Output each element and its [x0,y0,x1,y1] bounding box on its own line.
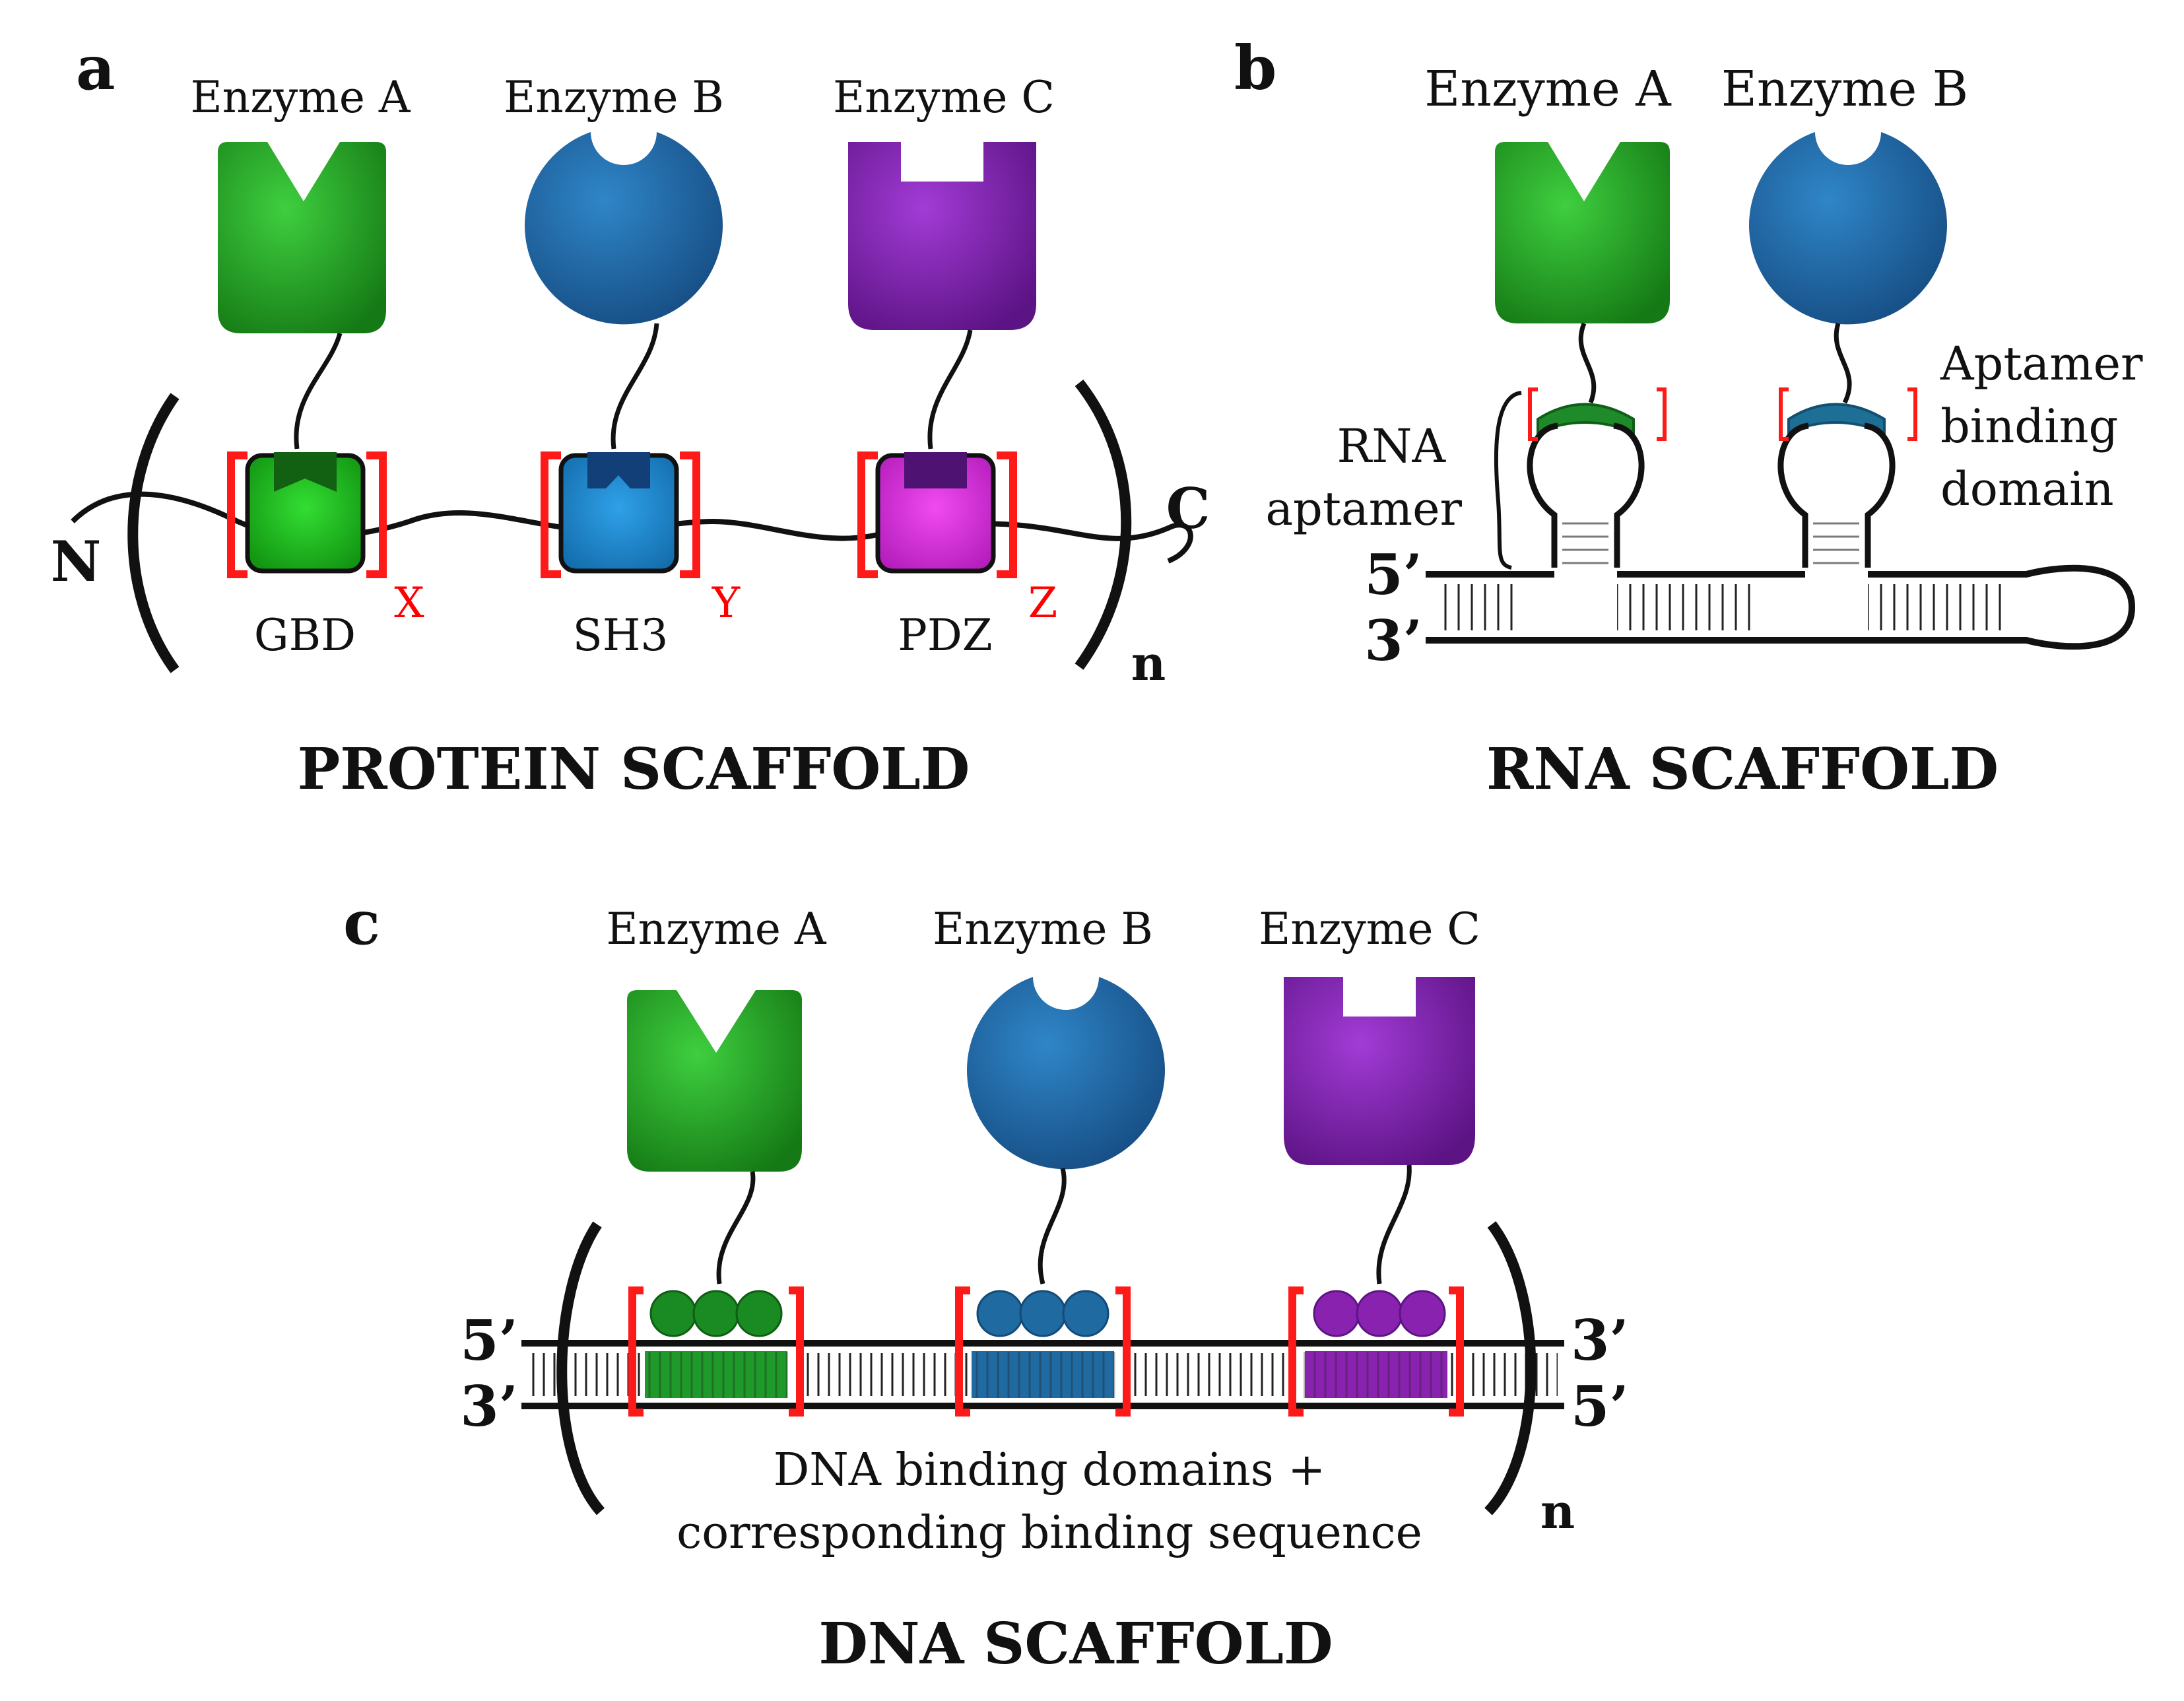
panel-a-count-x: X [394,579,424,628]
panel-b-title: RNA SCAFFOLD [1486,736,1999,803]
panel-c-open-paren [556,1221,605,1516]
panel-a-enzyme-b-shape [525,132,723,325]
panel-a-domain-pdz: PDZ [898,610,992,661]
panel-c-left-bottom-end: 3’ [460,1374,518,1439]
panel-b-binding-label-3: domain [1940,462,2114,516]
panel-c-binding-domain-a [649,1290,783,1337]
panel-b-duplex-pairs-2 [1617,584,1759,630]
panel-b-enzyme-b-shape [1749,132,1947,325]
panel-b-binding-label-2: binding [1940,399,2118,453]
panel-a-c-terminus: C [1166,476,1210,541]
panel-b: b Enzyme A Enzyme B RNA aptamer Aptamer [1234,32,2143,803]
panel-c-binding-domain-c [1313,1290,1446,1337]
panel-a-enzyme-c-label: Enzyme C [833,72,1055,123]
panel-c-right-top-end: 3’ [1571,1308,1629,1373]
panel-c-binding-sequence-a-ticks [644,1352,789,1398]
panel-a-n-terminus: N [51,529,102,594]
panel-a-pdz-socket [904,452,967,488]
panel-c-title: DNA SCAFFOLD [818,1611,1333,1677]
panel-b-rna-strands [1426,564,2136,650]
panel-a: a Enzyme A Enzyme B Enzyme C X Y Z GBD [51,32,1210,803]
panel-b-stem-pairs-a [1562,520,1608,570]
panel-a-close-paren [1075,380,1132,670]
panel-b-5-prime: 5’ [1364,542,1422,607]
panel-c-caption-2: corresponding binding sequence [677,1507,1422,1559]
panel-b-aptamer-loop-b [1777,422,1896,568]
panel-b-linker-a [1578,322,1597,404]
panel-a-letter: a [76,32,116,104]
panel-c-enzyme-c-shape [1284,977,1475,1165]
panel-c-linker-b [1038,1168,1067,1284]
panel-b-stem-pairs-b [1813,520,1859,570]
panel-c: c Enzyme A Enzyme B Enzyme C [343,887,1629,1677]
panel-a-domain-gbd: GBD [254,610,356,661]
panel-c-letter: c [343,887,380,958]
panel-b-red-brackets [1528,387,1917,441]
panel-a-repeat-n: n [1131,635,1166,691]
panel-b-duplex-pairs-3 [1868,584,2010,630]
panel-b-letter: b [1234,32,1276,104]
panel-a-enzyme-a-label: Enzyme A [190,72,411,123]
panel-b-binding-domain-b [1787,403,1886,435]
panel-a-enzyme-c-shape [848,142,1036,330]
panel-b-binding-domain-a [1537,403,1635,435]
panel-c-enzyme-a-label: Enzyme A [606,904,826,954]
panel-c-linker-a [716,1171,756,1284]
panel-a-domain-sh3: SH3 [573,610,669,661]
panel-c-binding-sequence-b-ticks [970,1352,1115,1398]
panel-b-enzyme-a-label: Enzyme A [1424,61,1672,117]
panel-b-enzyme-a-shape [1495,142,1670,323]
panel-c-binding-sequence-c-ticks [1304,1352,1449,1398]
panel-c-binding-domain-b [976,1290,1109,1337]
panel-a-count-z: Z [1028,579,1057,628]
panel-c-close-paren [1484,1221,1537,1516]
panel-c-repeat-n: n [1540,1483,1575,1539]
panel-a-title: PROTEIN SCAFFOLD [298,736,970,803]
panel-c-enzyme-b-shape [966,977,1165,1170]
panel-c-enzyme-b-label: Enzyme B [933,904,1153,954]
panel-b-binding-label-1: Aptamer [1940,337,2143,391]
panel-c-red-brackets [628,1286,1464,1417]
panel-b-enzyme-b-label: Enzyme B [1721,61,1968,117]
panel-c-left-top-end: 5’ [460,1308,518,1373]
panel-b-aptamer-label-2: aptamer [1265,482,1462,536]
panel-b-duplex-pairs-1 [1436,584,1515,630]
panel-b-aptamer-loop-a [1527,422,1645,568]
panel-a-linker-b [611,323,659,450]
panel-a-open-paren [127,393,180,673]
panel-a-sh3-socket [587,452,650,488]
panel-c-caption-1: DNA binding domains + [774,1444,1326,1496]
panel-b-3-prime: 3’ [1364,608,1422,673]
panel-b-aptamer-brace [1494,391,1522,570]
panel-a-linker-a [294,333,343,450]
panel-c-enzyme-c-label: Enzyme C [1259,904,1480,954]
panel-a-count-y: Y [711,579,741,628]
panel-a-enzyme-a-shape [218,142,386,333]
panel-a-enzyme-b-label: Enzyme B [504,72,724,123]
panel-b-linker-b [1834,322,1852,404]
panel-a-linker-c [927,329,973,450]
panel-a-gbd-socket [274,452,337,492]
panel-b-aptamer-label-1: RNA [1337,419,1446,473]
panel-a-red-brackets [227,451,1017,578]
panel-c-right-bottom-end: 5’ [1571,1374,1629,1439]
panel-c-enzyme-a-shape [627,990,802,1172]
panel-c-linker-c [1376,1164,1412,1284]
